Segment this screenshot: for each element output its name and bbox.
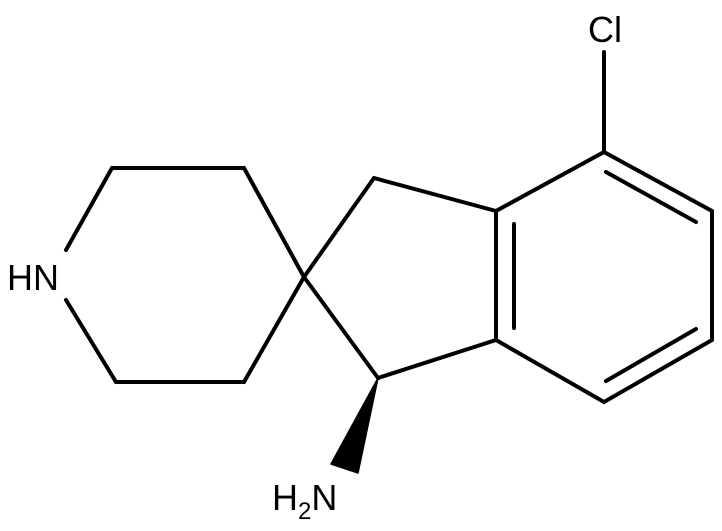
bond-c7-c7a [494, 338, 606, 404]
amine-n-symbol: N [311, 477, 337, 518]
bond-nh-c2 [64, 166, 114, 252]
bond-c4-c5 [602, 150, 714, 213]
atom-label-nh2: H2N [272, 477, 337, 525]
piperidine-ring [64, 166, 306, 384]
bond-spiro-ch2 [302, 176, 376, 279]
wedge-bond-c1-nh2 [330, 377, 379, 474]
bond-spiro-c5 [242, 275, 306, 384]
bond-c6-nh [64, 298, 118, 384]
bond-c3-spiro [242, 166, 306, 279]
atom-label-nh: HN [7, 257, 59, 298]
bond-ch2-c3a [372, 176, 498, 213]
amine-h-symbol: H [272, 477, 298, 518]
benzene-ring [494, 150, 714, 404]
double-bond-c6-c7-inner [604, 327, 698, 383]
double-bond-c4-c5-inner [604, 170, 698, 224]
atom-label-cl: Cl [588, 9, 622, 50]
bond-c7a-c1 [376, 338, 498, 380]
amine-h-subscript: 2 [298, 498, 311, 525]
bond-c1-spiro [302, 275, 380, 380]
cyclopentane-ring [302, 176, 498, 380]
bond-c3a-c4 [494, 150, 606, 213]
bond-c6-c7 [602, 338, 714, 404]
